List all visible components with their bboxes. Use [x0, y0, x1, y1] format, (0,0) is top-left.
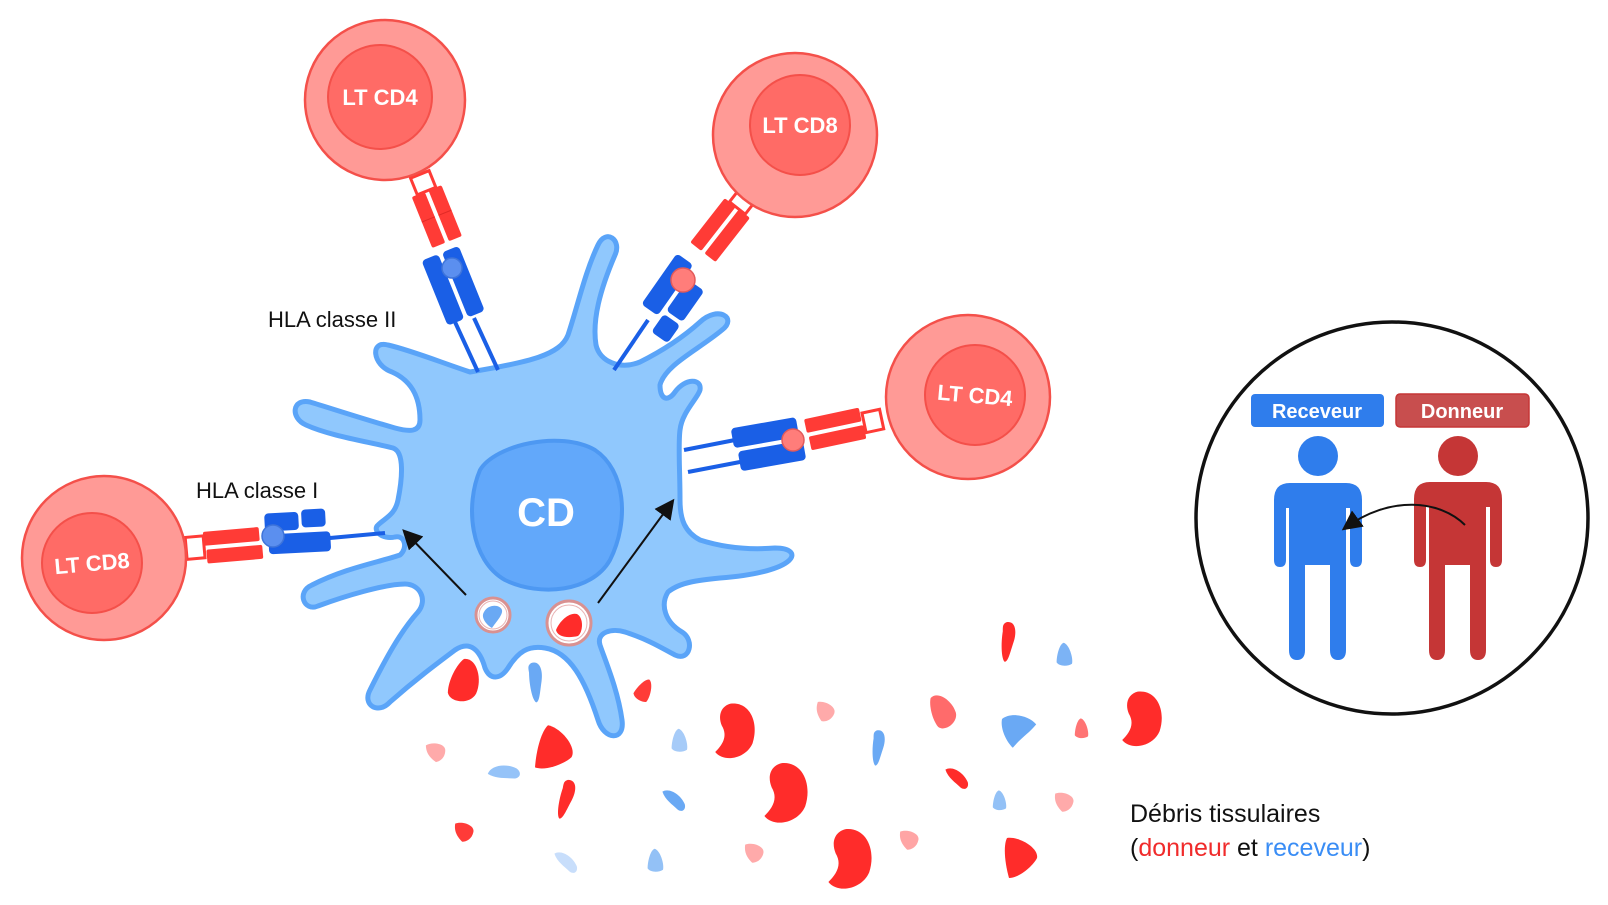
debris-fragment	[487, 765, 520, 779]
t-cell-inner	[749, 74, 851, 176]
recipient-person-icon	[1274, 436, 1362, 660]
hla-class-i-label: HLA classe I	[196, 478, 318, 503]
endosome-self-antigen	[474, 596, 512, 634]
legend-receveur: receveur	[1265, 834, 1362, 862]
debris-fragment	[816, 701, 835, 722]
debris-fragment	[447, 658, 479, 702]
debris-fragment	[454, 822, 474, 842]
receveur-tag: Receveur	[1251, 394, 1384, 427]
endosome-donor-antigen	[545, 599, 593, 647]
peptide-self	[441, 257, 463, 279]
t-cell-inner	[41, 512, 143, 614]
debris-fragment	[992, 790, 1007, 811]
debris-fragment	[1004, 837, 1038, 878]
debris-legend: Débris tissulaires (donneur et receveur)	[1130, 800, 1370, 862]
debris-fragment	[930, 695, 957, 729]
presentation-arrow-class-ii	[597, 498, 675, 604]
dendritic-cell: CD	[292, 234, 795, 739]
debris-fragment	[535, 725, 573, 769]
t-cell-cd8-top: LT CD8	[612, 51, 879, 372]
t-cell-inner	[924, 344, 1026, 446]
debris-fragment	[715, 703, 755, 759]
peptide-donor	[670, 267, 696, 293]
debris-fragment	[558, 779, 576, 819]
debris-fragment	[1001, 715, 1037, 748]
debris-fragment	[1054, 792, 1074, 812]
debris-fragment	[744, 843, 764, 863]
debris-legend-subtitle: (donneur et receveur)	[1130, 834, 1370, 862]
debris-legend-title: Débris tissulaires	[1130, 800, 1320, 828]
t-cell-label: LT CD8	[762, 113, 837, 138]
hla-class-ii-label: HLA classe II	[268, 307, 396, 332]
t-cell-cd4-right: LT CD4	[683, 313, 1052, 481]
debris-fragment	[633, 679, 652, 702]
debris-fragment	[425, 743, 446, 763]
debris-fragment	[1074, 718, 1089, 739]
debris-fragment	[1001, 622, 1016, 662]
t-cell-inner	[327, 44, 433, 150]
tcr-receptor	[804, 407, 886, 450]
peptide-self	[261, 524, 285, 548]
debris-fragment	[899, 830, 919, 850]
donor-person-icon	[1414, 436, 1502, 660]
dendritic-cell-label: CD	[517, 491, 575, 535]
debris-fragment	[828, 829, 872, 889]
transplant-arrow	[1341, 503, 1466, 531]
t-cell-label: LT CD4	[342, 85, 418, 110]
debris-fragment	[1122, 691, 1162, 747]
debris-fragment	[528, 662, 542, 703]
debris-fragment	[662, 790, 686, 811]
inset-circle	[1194, 320, 1590, 716]
tcr-receptor	[183, 527, 264, 564]
tissue-debris-group	[425, 622, 1162, 889]
t-cell-cd4-top: LT CD4	[303, 18, 500, 373]
debris-fragment	[872, 730, 885, 766]
debris-fragment	[671, 728, 688, 752]
transplant-inset: Receveur Donneur	[1194, 320, 1590, 716]
debris-fragment	[1056, 642, 1073, 666]
debris-fragment	[945, 768, 969, 789]
peptide-donor	[781, 428, 805, 452]
t-cell-cd8-left: LT CD8	[20, 474, 386, 642]
donneur-tag: Donneur	[1395, 393, 1530, 428]
tcr-receptor	[408, 168, 462, 248]
debris-fragment	[764, 763, 808, 823]
legend-donneur: donneur	[1138, 834, 1230, 862]
tcr-receptor	[691, 185, 759, 262]
donneur-tag-label: Donneur	[1421, 401, 1503, 423]
receveur-tag-label: Receveur	[1272, 401, 1362, 423]
presentation-arrow-class-i	[402, 529, 467, 596]
dendritic-cell-nucleus	[470, 438, 624, 592]
debris-fragment	[554, 852, 578, 873]
debris-fragment	[647, 848, 664, 872]
